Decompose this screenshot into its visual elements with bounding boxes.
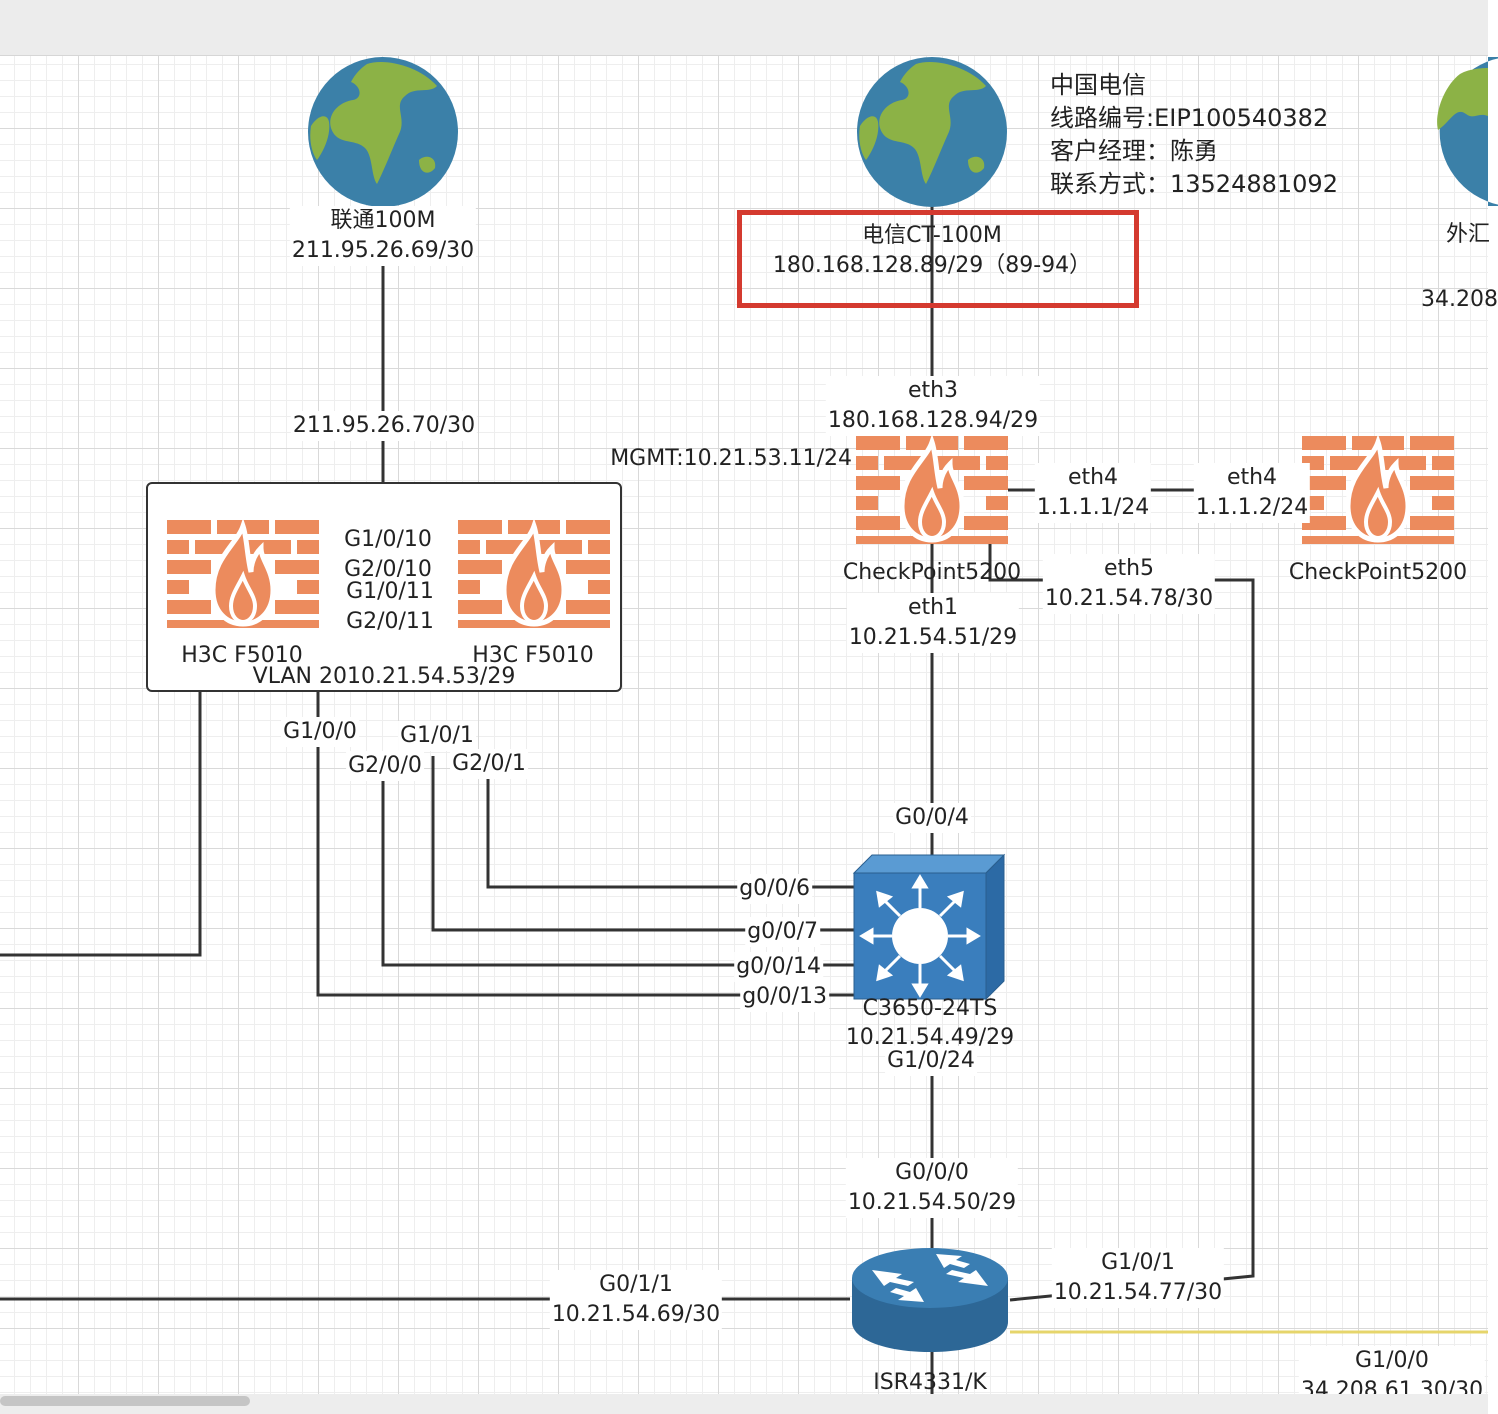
telecom-circuit-id: 线路编号:EIP100540382 xyxy=(1050,104,1329,132)
checkpoint-eth4-label: eth4 1.1.1.1/24 xyxy=(1034,463,1152,523)
h3c-port-g200: G2/0/0 xyxy=(346,751,424,781)
checkpoint-mgmt-ip: MGMT:10.21.53.11/24 xyxy=(610,446,852,471)
router-g011-name: G0/1/1 xyxy=(599,1272,673,1297)
diagram-canvas[interactable] xyxy=(0,56,1488,1394)
telecom-line-label: 电信CT-100M 180.168.128.89/29（89-94） xyxy=(773,221,1091,281)
checkpoint-eth3-name: eth3 xyxy=(907,378,959,403)
router-g000-name: G0/0/0 xyxy=(895,1160,969,1185)
switch-port-g007: g0/0/7 xyxy=(745,917,820,947)
checkpoint-peer-firewall-icon[interactable] xyxy=(1302,434,1454,544)
right-line-ip: 34.208 xyxy=(1421,287,1498,312)
h3c-link-b-bottom: G2/0/11 xyxy=(346,609,434,634)
layer3-switch-icon[interactable] xyxy=(852,853,1006,1001)
telecom-info-block: 中国电信 线路编号:EIP100540382 客户经理：陈勇 联系方式：1352… xyxy=(1050,69,1338,201)
telecom-carrier: 中国电信 xyxy=(1050,71,1146,99)
telecom-line-name: 电信CT-100M xyxy=(862,223,1002,248)
toolbar-area xyxy=(0,0,1488,56)
telecom-line-ip: 180.168.128.89/29（89-94） xyxy=(772,253,1092,278)
h3c-port-g101: G1/0/1 xyxy=(398,721,476,751)
h3c-port-g201: G2/0/1 xyxy=(450,749,528,779)
switch-port-g0013: g0/0/13 xyxy=(740,982,829,1012)
router-icon[interactable] xyxy=(852,1248,1008,1352)
checkpoint-eth5-name: eth5 xyxy=(1103,556,1155,581)
h3c-right-firewall-icon[interactable] xyxy=(458,518,610,628)
bottom-scroll-area xyxy=(0,1394,1488,1414)
h3c-port-g100: G1/0/0 xyxy=(281,717,359,747)
checkpoint-eth4-name: eth4 xyxy=(1067,465,1119,490)
right-line-name: 外汇 xyxy=(1446,222,1491,247)
h3c-left-name: H3C F5010 xyxy=(181,643,303,668)
switch-port-g006: g0/0/6 xyxy=(737,874,812,904)
router-name: ISR4331/K xyxy=(873,1370,987,1395)
router-g011-label: G0/1/1 10.21.54.69/30 xyxy=(549,1270,723,1330)
checkpoint-eth5-label: eth5 10.21.54.78/30 xyxy=(1042,554,1216,614)
router-g100-label: G1/0/0 34.208.61.30/30 xyxy=(1298,1346,1486,1403)
checkpoint-main-firewall-icon[interactable] xyxy=(856,434,1008,544)
highlight-box xyxy=(737,210,1139,308)
switch-port-g0014: g0/0/14 xyxy=(734,952,823,982)
checkpoint-eth4-ip: 1.1.1.1/24 xyxy=(1036,495,1150,520)
router-g000-ip: 10.21.54.50/29 xyxy=(847,1190,1017,1215)
h3c-left-firewall-icon[interactable] xyxy=(167,518,319,628)
h3c-link-a-top: G1/0/10 xyxy=(342,525,434,555)
router-g101-ip: 10.21.54.77/30 xyxy=(1053,1280,1223,1305)
router-g011-ip: 10.21.54.69/30 xyxy=(551,1302,721,1327)
telecom-globe-icon[interactable] xyxy=(856,56,1008,208)
peer-eth4-label: eth4 1.1.1.2/24 xyxy=(1193,463,1311,523)
h3c-link-a-bottom: G2/0/10 xyxy=(344,557,432,582)
unicom-uplink-ip: 211.95.26.70/30 xyxy=(290,411,478,441)
checkpoint-main-name: CheckPoint5200 xyxy=(842,560,1022,585)
router-g000-label: G0/0/0 10.21.54.50/29 xyxy=(845,1158,1019,1218)
checkpoint-eth3-label: eth3 180.168.128.94/29 xyxy=(825,376,1041,436)
telecom-contact: 联系方式：13524881092 xyxy=(1050,170,1338,198)
checkpoint-eth3-ip: 180.168.128.94/29 xyxy=(827,408,1039,433)
router-g101-label: G1/0/1 10.21.54.77/30 xyxy=(1051,1248,1225,1308)
right-globe-icon[interactable] xyxy=(1430,56,1498,206)
unicom-line-ip: 211.95.26.69/30 xyxy=(291,238,475,263)
switch-ip: 10.21.54.49/29 xyxy=(845,1025,1015,1050)
switch-name: C3650-24TS xyxy=(862,996,998,1021)
unicom-line-label: 联通100M 211.95.26.69/30 xyxy=(289,206,477,266)
switch-down-port: G1/0/24 xyxy=(885,1046,977,1076)
h3c-vlan-ip: VLAN 2010.21.54.53/29 xyxy=(252,664,516,689)
checkpoint-eth1-label: eth1 10.21.54.51/29 xyxy=(846,593,1020,653)
h3c-right-name: H3C F5010 xyxy=(472,643,594,668)
unicom-globe-icon[interactable] xyxy=(307,56,459,208)
unicom-line-name: 联通100M xyxy=(330,208,436,233)
telecom-manager: 客户经理：陈勇 xyxy=(1050,137,1218,165)
horizontal-scrollbar[interactable] xyxy=(0,1396,250,1406)
peer-eth4-name: eth4 xyxy=(1226,465,1278,490)
checkpoint-peer-name: CheckPoint5200 xyxy=(1288,560,1468,585)
router-g100-name: G1/0/0 xyxy=(1355,1348,1429,1373)
switch-uplink-port: G0/0/4 xyxy=(893,803,971,833)
h3c-link-b-top: G1/0/11 xyxy=(344,577,436,607)
peer-eth4-ip: 1.1.1.2/24 xyxy=(1195,495,1309,520)
checkpoint-eth1-ip: 10.21.54.51/29 xyxy=(848,625,1018,650)
checkpoint-eth1-name: eth1 xyxy=(907,595,959,620)
router-g101-name: G1/0/1 xyxy=(1101,1250,1175,1275)
checkpoint-eth5-ip: 10.21.54.78/30 xyxy=(1044,586,1214,611)
